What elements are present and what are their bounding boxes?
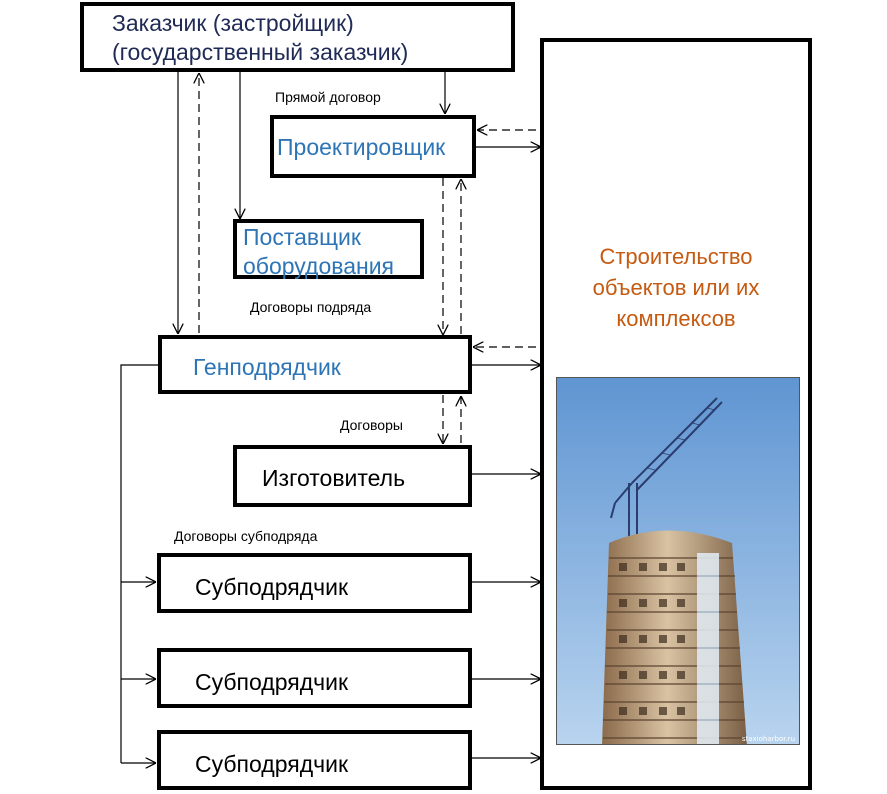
subcontractor-box-1: Субподрядчик	[157, 553, 472, 613]
supplier-label-line2: оборудования	[243, 253, 394, 279]
supplier-label-line1: Поставщик	[243, 224, 361, 250]
subcontractor-label-2: Субподрядчик	[195, 669, 349, 695]
subcontracts-label: Договоры субподряда	[174, 528, 318, 544]
contracts-label: Договоры подряда	[250, 299, 372, 315]
edge-gc-to-subs-bracket	[120, 364, 158, 763]
agreements-label: Договоры	[340, 417, 403, 433]
supplier-box: Поставщик оборудования	[233, 219, 424, 279]
customer-label-line2: (государственный заказчик)	[112, 39, 409, 65]
general-contractor-label: Генподрядчик	[193, 354, 341, 380]
subcontractor-label-1: Субподрядчик	[195, 574, 349, 600]
subcontractor-box-3: Субподрядчик	[157, 730, 472, 790]
customer-label-line1: Заказчик (застройщик)	[112, 10, 354, 36]
construction-label-line2: объектов или их	[592, 275, 760, 300]
manufacturer-label: Изготовитель	[262, 465, 406, 491]
customer-box: Заказчик (застройщик) (государственный з…	[80, 2, 515, 72]
subcontractor-box-2: Субподрядчик	[157, 648, 472, 708]
general-contractor-box: Генподрядчик	[158, 335, 472, 394]
photo-watermark: staxioharbor.ru	[742, 735, 795, 743]
designer-label: Проектировщик	[277, 134, 446, 160]
building-photo: staxioharbor.ru	[556, 377, 800, 745]
direct-contract-label: Прямой договор	[275, 89, 381, 105]
construction-label-line1: Строительство	[599, 244, 753, 269]
construction-label-line3: комплексов	[616, 306, 736, 331]
subcontractor-label-3: Субподрядчик	[195, 751, 349, 777]
designer-box: Проектировщик	[270, 115, 476, 178]
manufacturer-box: Изготовитель	[233, 445, 472, 507]
